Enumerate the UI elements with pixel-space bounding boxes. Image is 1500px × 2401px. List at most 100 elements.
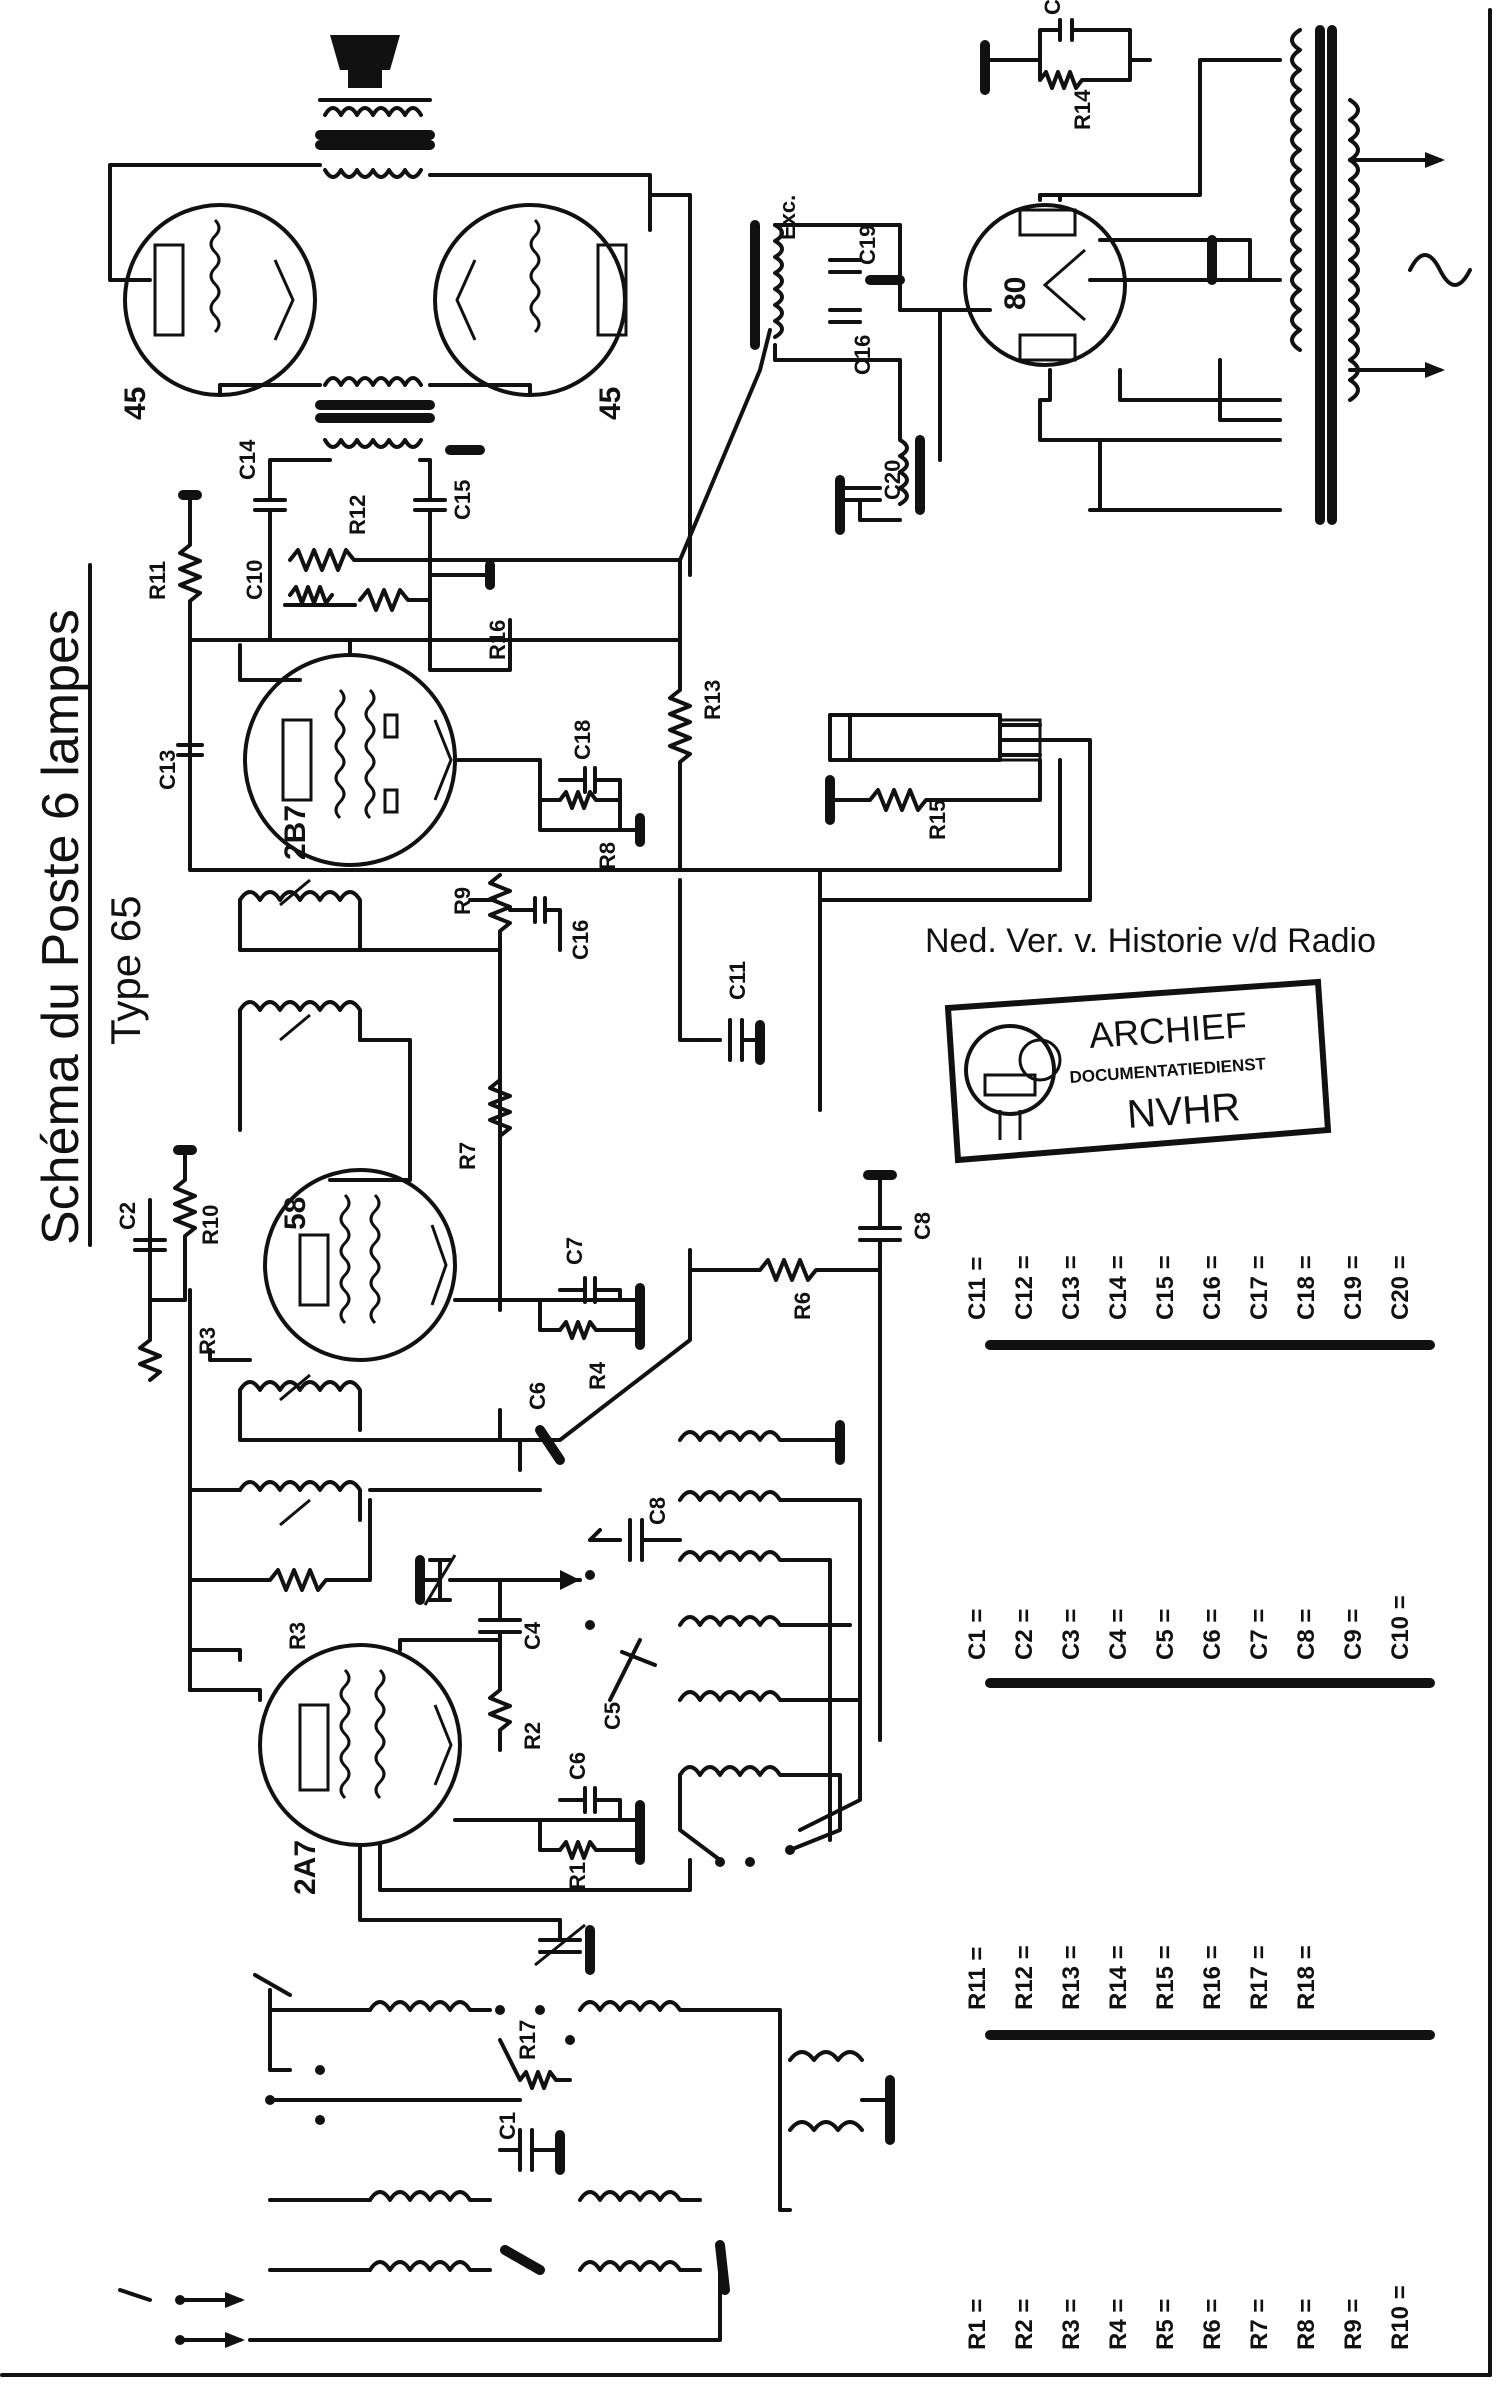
component-value-lists: C11 =C12 =C13 =C14 =C15 =C16 =C17 =C18 =… [964, 1255, 1414, 2350]
stamp-radio-icon [964, 1024, 1062, 1140]
rf-coils [368, 2000, 864, 2272]
label-r6: R6 [790, 1292, 815, 1320]
r-lower-entry: R3 = [1058, 2299, 1085, 2350]
if-transformer-1 [238, 1373, 362, 1527]
c-upper-entry: C11 = [964, 1257, 991, 1320]
c-upper-entry: C18 = [1293, 1255, 1320, 1320]
credit-text: Ned. Ver. v. Historie v/d Radio [925, 922, 1376, 960]
r-lower-entry: R7 = [1246, 2299, 1273, 2350]
archive-stamp: ARCHIEF DOCUMENTATIEDIENST NVHR [944, 978, 1332, 1164]
tube-45-right-label: 45 [594, 387, 627, 420]
label-c10: C10 [242, 560, 267, 600]
r-upper-entry: R18 = [1293, 1945, 1320, 2010]
r-lower-entry: R2 = [1011, 2299, 1038, 2350]
label-r16: R16 [485, 620, 510, 660]
label-r14: R14 [1070, 89, 1095, 130]
r-lower-entry: R9 = [1340, 2299, 1367, 2350]
label-c14: C14 [235, 439, 260, 480]
oscillator-coils [678, 1420, 845, 1777]
pilot-lamp-plug [828, 713, 1052, 762]
tube-2a7: 2A7 [258, 1643, 462, 1895]
c-lower-entry: C1 = [964, 1609, 991, 1660]
label-r7: R7 [455, 1142, 480, 1170]
label-c2: C2 [115, 1202, 140, 1230]
r-upper-entry: R17 = [1246, 1945, 1273, 2010]
label-c16: C16 [568, 920, 593, 960]
label-r3: R3 [195, 1327, 220, 1355]
r-lower-entry: R5 = [1152, 2299, 1179, 2350]
label-r13: R13 [700, 680, 725, 720]
page-border [0, 8, 1492, 2377]
label-c15: C15 [450, 480, 475, 520]
label-c4: C4 [520, 1621, 545, 1650]
tube-45-left: 45 [119, 203, 317, 420]
r-upper-entry: R12 = [1011, 1945, 1038, 2010]
label-r12: R12 [345, 495, 370, 535]
diagram-subtitle: Type 65 [102, 896, 149, 1045]
c-upper-entry: C19 = [1340, 1255, 1367, 1320]
r-lower-entry: R1 = [964, 2299, 991, 2350]
tube-58-label: 58 [279, 1197, 312, 1230]
r-upper-entry: R16 = [1199, 1945, 1226, 2010]
c-lower-entry: C2 = [1011, 1609, 1038, 1660]
r-upper-entry: R13 = [1058, 1945, 1085, 2010]
label-c6b: C6 [565, 1752, 590, 1780]
c16b [828, 308, 862, 324]
label-c6: C6 [525, 1382, 550, 1410]
c-lower-entry: C6 = [1199, 1609, 1226, 1660]
title-block: Schéma du Poste 6 lampes Type 65 [32, 563, 149, 1247]
c-upper-entry: C20 = [1387, 1255, 1414, 1320]
power-transformer [1290, 25, 1360, 525]
c-upper-entry: C17 = [1246, 1255, 1273, 1320]
label-r17: R17 [515, 2020, 540, 2060]
label-r8: R8 [595, 842, 620, 870]
label-r15: R15 [925, 800, 950, 840]
r-lower-entry: R8 = [1293, 2299, 1320, 2350]
c-upper-entry: C13 = [1058, 1255, 1085, 1320]
c-lower-entry: C4 = [1105, 1609, 1132, 1660]
label-r4: R4 [585, 1361, 610, 1390]
tube-2b7: 2B7 [243, 653, 457, 867]
interstage-transformer [315, 376, 485, 455]
c-lower-entry: C8 = [1293, 1609, 1320, 1660]
r-lower-entry: R4 = [1105, 2299, 1132, 2350]
if-transformer-2 [238, 878, 362, 1042]
c-upper-entry: C14 = [1105, 1255, 1132, 1320]
label-c13: C13 [155, 750, 180, 790]
label-c18: C18 [570, 720, 595, 760]
tube-2b7-label: 2B7 [279, 805, 312, 860]
label-c5: C5 [600, 1702, 625, 1730]
label-r1: R1 [565, 1862, 590, 1890]
label-r3b: R3 [285, 1622, 310, 1650]
label-c1: C1 [495, 2112, 520, 2140]
c-lower-entry: C3 = [1058, 1609, 1085, 1660]
c-lower-entry: C9 = [1340, 1609, 1367, 1660]
r-lower-entry: R6 = [1199, 2299, 1226, 2350]
label-exc: Exc. [775, 195, 800, 240]
label-r11: R11 [145, 561, 170, 600]
label-c11: C11 [725, 961, 750, 1000]
c19 [828, 258, 862, 274]
label-c8b: C8 [910, 1212, 935, 1240]
label-c17: C17 [1040, 0, 1065, 15]
tube-80-label: 80 [999, 277, 1032, 310]
label-c8: C8 [645, 1497, 670, 1525]
loudspeaker [315, 35, 435, 179]
r-upper-entry: R14 = [1105, 1945, 1132, 2010]
c13 [176, 743, 204, 757]
c-upper-entry: C12 = [1011, 1255, 1038, 1320]
tube-58: 58 [263, 1168, 457, 1362]
r-lower-entry: R10 = [1387, 2285, 1414, 2350]
c-lower-entry: C10 = [1387, 1595, 1414, 1660]
label-c19: C19 [855, 225, 880, 265]
stamp-line-nvhr: NVHR [1126, 1085, 1242, 1137]
label-c16b: C16 [850, 335, 875, 375]
r-upper-entry: R11 = [964, 1947, 991, 2010]
c-lower-entry: C5 = [1152, 1609, 1179, 1660]
tube-2a7-label: 2A7 [289, 1840, 322, 1895]
c-upper-entry: C16 = [1199, 1255, 1226, 1320]
c-lower-entry: C7 = [1246, 1609, 1273, 1660]
label-c20: C20 [880, 460, 905, 500]
tube-80: 80 [963, 203, 1127, 367]
